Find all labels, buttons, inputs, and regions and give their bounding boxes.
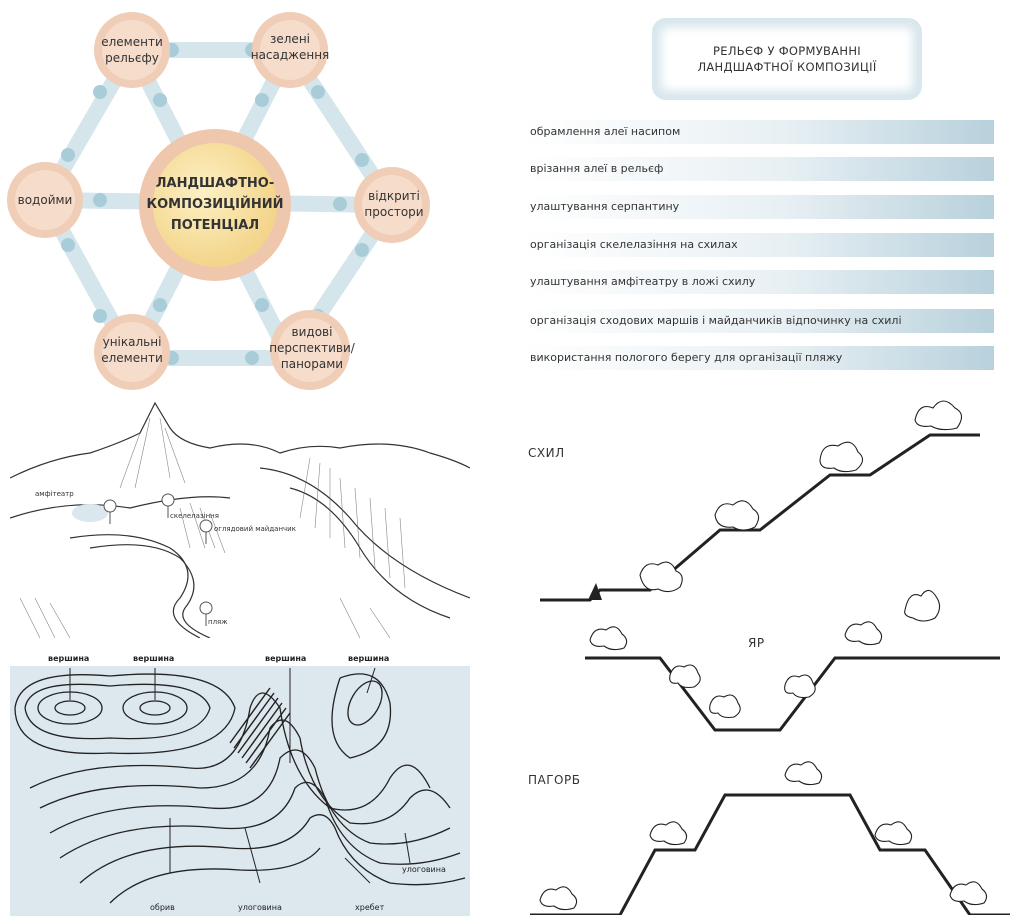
center-line-1: ЛАНДШАФТНО-: [156, 176, 275, 191]
list-item: врізання алеї в рельєф: [524, 157, 994, 181]
label-peak-1: вершина: [48, 654, 89, 663]
profile-title-ravine: ЯР: [748, 636, 765, 650]
pin-icon: [199, 519, 213, 533]
list-item: улаштування серпантину: [524, 195, 994, 219]
svg-text:унікальні: унікальні: [103, 335, 162, 349]
node-water: водойми: [7, 162, 83, 238]
title-line-1: РЕЛЬЄФ У ФОРМУВАННІ: [713, 44, 861, 58]
list-item: обрамлення алеї насипом: [524, 120, 994, 144]
svg-text:рельєфу: рельєфу: [105, 51, 159, 65]
svg-text:елементи: елементи: [101, 35, 163, 49]
pin-icon: [161, 493, 175, 507]
node-green: зелені насадження: [251, 12, 330, 88]
relief-profiles: [530, 400, 1010, 915]
pin-icon: [103, 499, 117, 513]
title-box: РЕЛЬЄФ У ФОРМУВАННІ ЛАНДШАФТНОЇ КОМПОЗИЦ…: [652, 18, 922, 100]
list-item: організація скелелазіння на схилах: [524, 233, 994, 257]
label-hollow-2: улоговина: [402, 865, 446, 874]
svg-text:елементи: елементи: [101, 351, 163, 365]
list-item: улаштування амфітеатру в ложі схилу: [524, 270, 994, 294]
center-circle: [153, 143, 277, 267]
landscape-potential-diagram: ЛАНДШАФТНО- КОМПОЗИЦІЙНИЙ ПОТЕНЦІАЛ елем…: [7, 12, 430, 390]
node-views: видові перспективи/ панорами: [269, 310, 356, 390]
label-ridge: хребет: [355, 903, 385, 912]
center-line-3: ПОТЕНЦІАЛ: [171, 218, 259, 233]
svg-text:простори: простори: [364, 205, 423, 219]
list-item: організація сходових маршів і майданчикі…: [524, 309, 994, 333]
svg-text:панорами: панорами: [281, 357, 343, 371]
landscape-sketch: амфітеатр скелелазіння оглядовий майданч…: [10, 401, 470, 638]
label-peak-3: вершина: [265, 654, 306, 663]
node-relief: елементи рельєфу: [94, 12, 170, 88]
label-peak-4: вершина: [348, 654, 389, 663]
svg-text:водойми: водойми: [18, 193, 73, 207]
node-open-spaces: відкриті простори: [354, 167, 430, 243]
contour-map: вершина вершина вершина вершина обрив ул…: [10, 654, 470, 916]
pin-icon: [199, 601, 213, 615]
node-unique: унікальні елементи: [94, 314, 170, 390]
svg-text:відкриті: відкриті: [368, 189, 420, 203]
svg-text:насадження: насадження: [251, 48, 330, 62]
profile-title-hill: ПАГОРБ: [528, 773, 581, 787]
label-climbing: скелелазіння: [170, 512, 219, 520]
svg-text:перспективи/: перспективи/: [269, 341, 356, 355]
tree-shapes: [539, 400, 988, 911]
label-hollow-1: улоговина: [238, 903, 282, 912]
svg-text:видові: видові: [292, 325, 333, 339]
list-item: використання пологого берегу для організ…: [524, 346, 994, 370]
label-beach: пляж: [208, 618, 228, 626]
label-cliff: обрив: [150, 903, 175, 912]
label-amphitheatre: амфітеатр: [35, 490, 74, 498]
svg-text:зелені: зелені: [270, 32, 310, 46]
center-line-2: КОМПОЗИЦІЙНИЙ: [146, 196, 283, 212]
label-viewpoint: оглядовий майданчик: [214, 525, 296, 533]
title-line-2: ЛАНДШАФТНОЇ КОМПОЗИЦІЇ: [697, 60, 877, 74]
label-peak-2: вершина: [133, 654, 174, 663]
profile-title-slope: СХИЛ: [528, 446, 565, 460]
